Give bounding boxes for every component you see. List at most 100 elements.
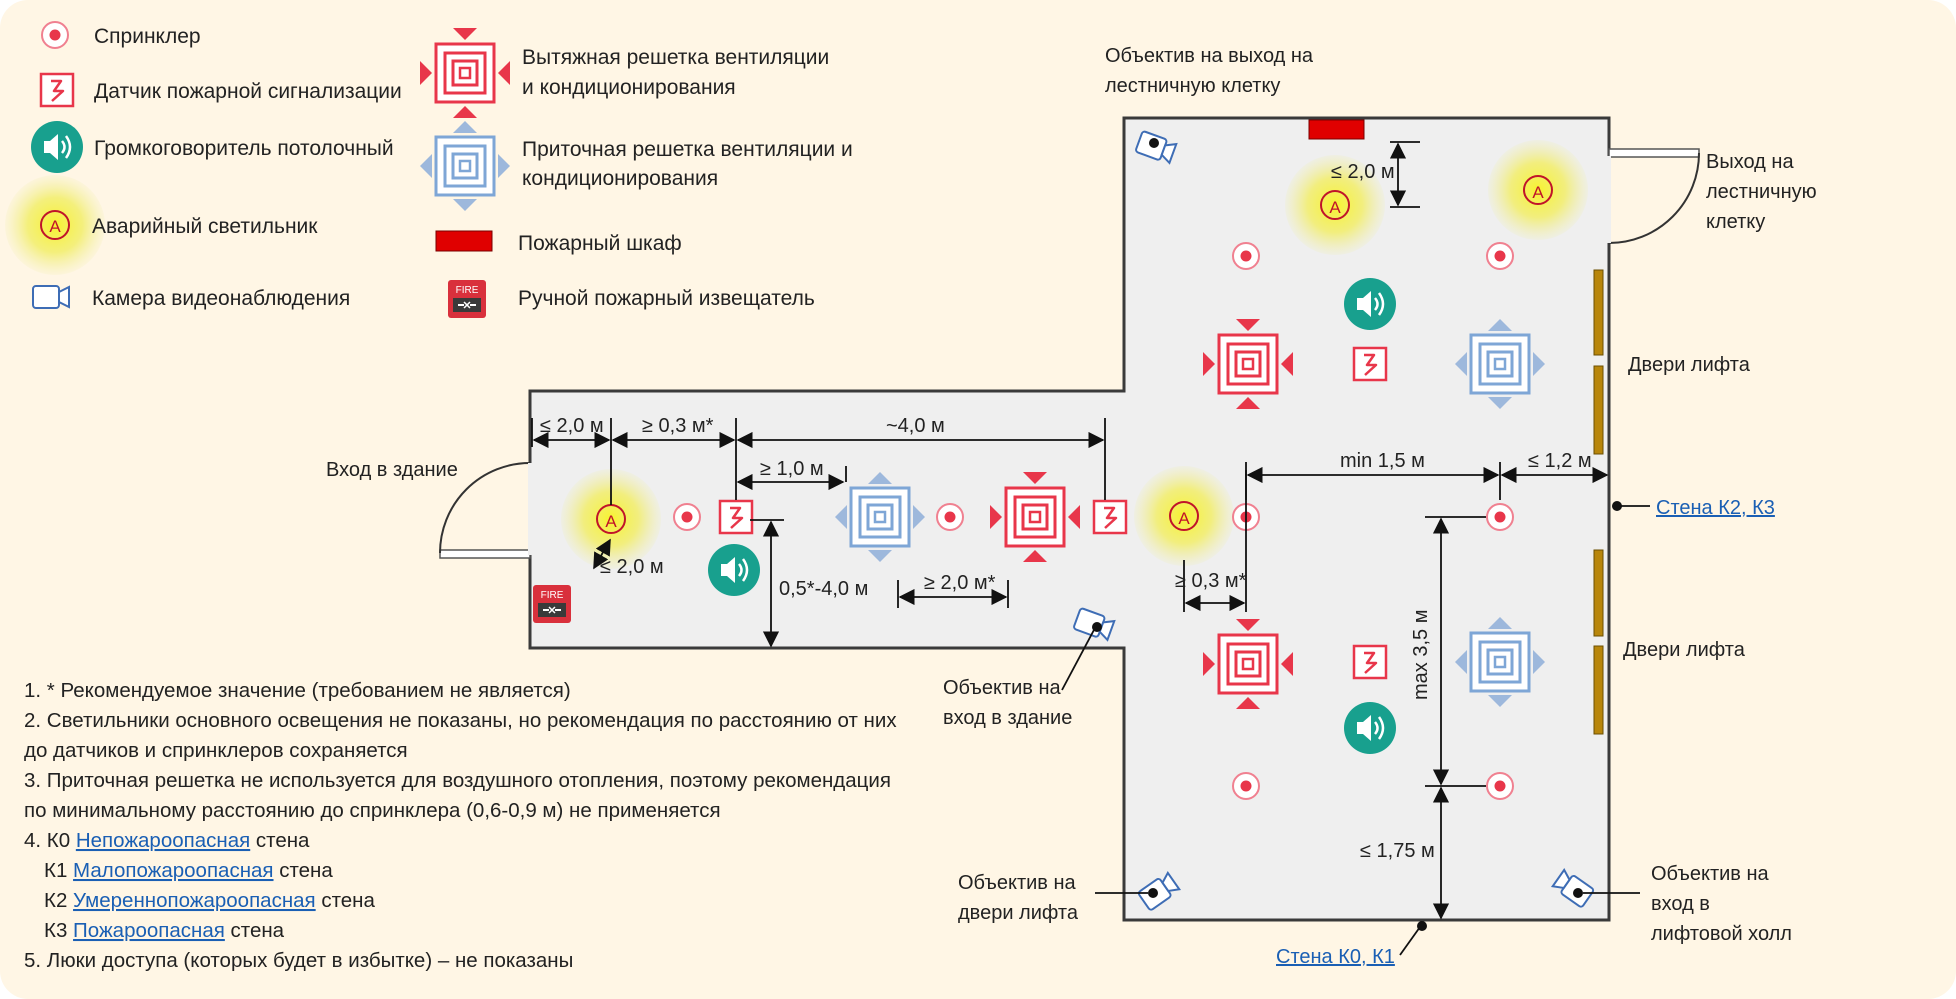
- note-4: 4. К0 Непожароопасная стена: [24, 829, 310, 852]
- elevator-door-3: [1593, 549, 1604, 637]
- note-6: К2 Умереннопожароопасная стена: [44, 889, 375, 912]
- light-letter: A: [1178, 509, 1190, 528]
- dim-min15: min 1,5 м: [1340, 450, 1425, 472]
- label-elevator-doors-2: Двери лифта: [1623, 639, 1746, 661]
- dim-le12: ≤ 1,2 м: [1528, 450, 1592, 472]
- label-camera-lift-hall-1: Объектив на: [1651, 863, 1770, 885]
- legend-call-point-label: Ручной пожарный извещатель: [518, 287, 815, 310]
- legend-detector-icon: [39, 72, 75, 108]
- light-letter: A: [1532, 183, 1544, 202]
- label-building-entrance: Вход в здание: [326, 459, 458, 481]
- emergency-light-center: A: [1133, 465, 1235, 567]
- note-7-prefix: К3: [44, 919, 73, 942]
- link-low-fire-hazard[interactable]: Малопожароопасная: [73, 859, 273, 882]
- sprinkler: [1486, 503, 1514, 531]
- note-4-prefix: 4. К0: [24, 829, 76, 852]
- light-letter: A: [605, 512, 617, 531]
- fire-cabinet: [1308, 119, 1365, 140]
- legend-exhaust-label-1: Вытяжная решетка вентиляции: [522, 46, 829, 69]
- plan-labels: Объектив на выход на лестничную клетку В…: [326, 45, 1817, 968]
- dim-le2: ≤ 2,0 м: [540, 415, 604, 437]
- dim-05-40: 0,5*-4,0 м: [779, 578, 868, 600]
- fire-detector: [1092, 499, 1128, 535]
- label-stair-exit-2: лестничную: [1706, 181, 1817, 203]
- call-point-text: FIRE: [541, 590, 564, 601]
- legend-detector-label: Датчик пожарной сигнализации: [94, 80, 402, 103]
- label-camera-entrance-2: вход в здание: [943, 707, 1072, 729]
- note-2b: до датчиков и спринклеров сохраняется: [24, 739, 408, 762]
- note-3b: по минимальному расстоянию до спринклера…: [24, 799, 721, 822]
- label-elevator-doors-1: Двери лифта: [1628, 354, 1751, 376]
- leader-dots: [1092, 138, 1622, 931]
- legend-call-point-text: FIRE: [456, 285, 479, 296]
- emergency-light-top-right: A: [1487, 139, 1589, 241]
- floor-outline: [528, 116, 1611, 922]
- note-3a: 3. Приточная решетка не используется для…: [24, 769, 891, 792]
- stair-exit-door: [1607, 148, 1700, 244]
- sprinkler: [936, 503, 964, 531]
- ceiling-speaker: [1342, 700, 1398, 756]
- legend-light-letter: A: [49, 217, 61, 236]
- dim-ge10: ≥ 1,0 м: [760, 458, 824, 480]
- dim-top-light: ≤ 2,0 м: [1331, 161, 1395, 183]
- legend-supply-label-1: Приточная решетка вентиляции и: [522, 138, 853, 161]
- label-camera-lift-hall-3: лифтовой холл: [1651, 923, 1792, 945]
- legend: Спринклер Датчик пожарной сигнализации Г…: [4, 21, 853, 319]
- entrance-door: [439, 462, 532, 559]
- note-7-suffix: стена: [225, 919, 285, 942]
- legend-fire-cabinet-label: Пожарный шкаф: [518, 232, 682, 255]
- light-letter: A: [1329, 198, 1341, 217]
- note-2a: 2. Светильники основного освещения не по…: [24, 709, 897, 732]
- legend-supply-label-2: кондиционирования: [522, 167, 718, 190]
- notes: 1. * Рекомендуемое значение (требованием…: [24, 679, 897, 972]
- label-wall-k0-k1[interactable]: Стена К0, К1: [1276, 946, 1395, 968]
- legend-call-point-icon: FIRE: [447, 279, 487, 319]
- label-camera-stair-2: лестничную клетку: [1105, 75, 1280, 97]
- note-5-suffix: стена: [274, 859, 334, 882]
- fire-detector: [1352, 346, 1388, 382]
- legend-emergency-light-label: Аварийный светильник: [92, 215, 318, 238]
- label-camera-lift-doors-1: Объектив на: [958, 872, 1077, 894]
- sprinkler: [1232, 772, 1260, 800]
- emergency-light-corridor: A: [560, 468, 662, 570]
- link-moderate-fire-hazard[interactable]: Умереннопожароопасная: [73, 889, 316, 912]
- legend-camera-icon: [32, 285, 70, 309]
- floor-plan: A A A A: [439, 116, 1700, 922]
- legend-sprinkler-label: Спринклер: [94, 25, 201, 48]
- note-4-suffix: стена: [250, 829, 310, 852]
- legend-speaker-icon: [29, 119, 85, 175]
- label-wall-k2-k3[interactable]: Стена К2, К3: [1656, 497, 1775, 519]
- sprinkler: [673, 503, 701, 531]
- sprinkler: [1486, 242, 1514, 270]
- note-1: 1. * Рекомендуемое значение (требованием…: [24, 679, 571, 702]
- fire-detector: [718, 499, 754, 535]
- manual-call-point: FIRE: [532, 584, 572, 624]
- dim-le175: ≤ 1,75 м: [1360, 840, 1435, 862]
- dimension-lines: [531, 141, 1650, 956]
- label-camera-lift-doors-2: двери лифта: [958, 902, 1079, 924]
- legend-camera-label: Камера видеонаблюдения: [92, 287, 350, 310]
- label-stair-exit-3: клетку: [1706, 211, 1765, 233]
- elevator-door-2: [1593, 365, 1604, 455]
- emergency-light-top-left: A: [1284, 154, 1386, 256]
- note-5: К1 Малопожароопасная стена: [44, 859, 333, 882]
- link-nonfire-hazard[interactable]: Непожароопасная: [76, 829, 250, 852]
- legend-exhaust-label-2: и кондиционирования: [522, 76, 736, 99]
- note-5-prefix: К1: [44, 859, 73, 882]
- legend-sprinkler-icon: [41, 21, 69, 49]
- link-fire-hazard[interactable]: Пожароопасная: [73, 919, 225, 942]
- dim-ge03-top: ≥ 0,3 м*: [642, 415, 714, 437]
- label-stair-exit-1: Выход на: [1706, 151, 1794, 173]
- note-8: 5. Люки доступа (которых будет в избытке…: [24, 949, 573, 972]
- note-7: К3 Пожароопасная стена: [44, 919, 285, 942]
- dim-ge20: ≥ 2,0 м*: [924, 572, 996, 594]
- label-camera-entrance-1: Объектив на: [943, 677, 1062, 699]
- elevator-door-4: [1593, 645, 1604, 735]
- elevator-door-1: [1593, 269, 1604, 356]
- dim-max35: max 3,5 м: [1410, 610, 1432, 700]
- fire-detector: [1352, 644, 1388, 680]
- sprinkler: [1232, 242, 1260, 270]
- note-6-prefix: К2: [44, 889, 73, 912]
- dim-le2-diag: ≤ 2,0 м: [600, 556, 664, 578]
